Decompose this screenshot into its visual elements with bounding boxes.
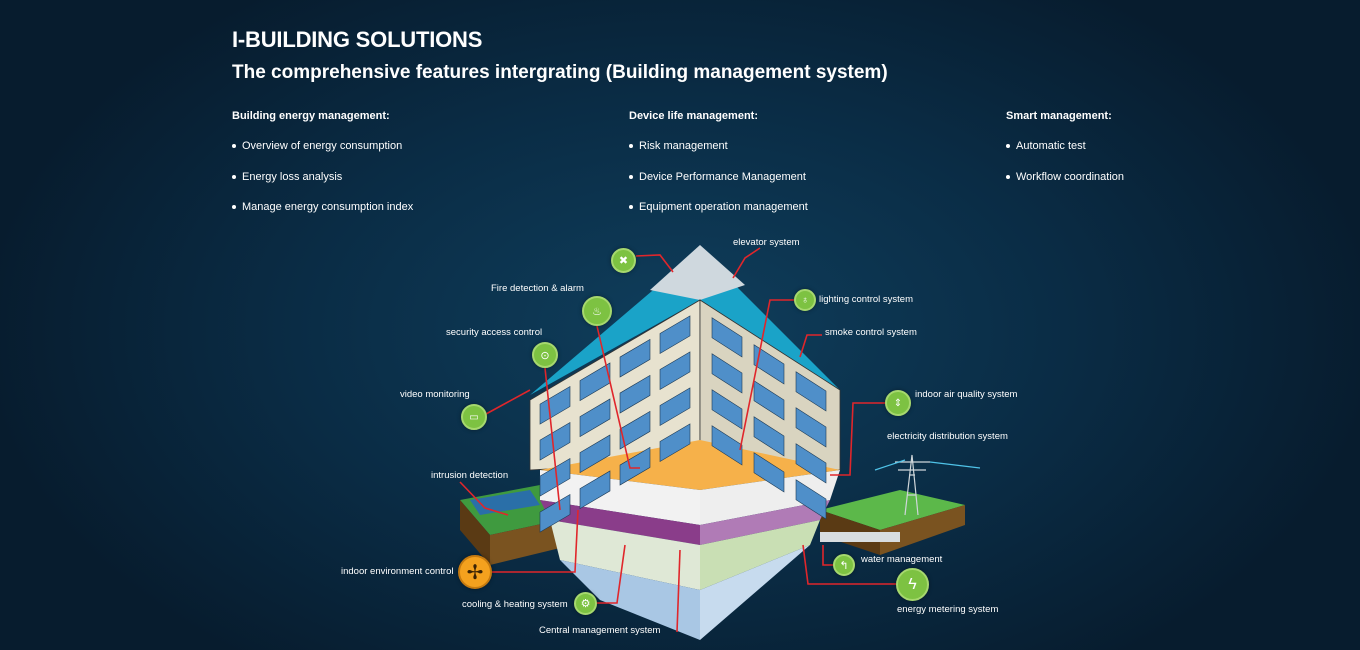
power-pylon — [874, 454, 981, 516]
feature-column-device: Device life management: Risk management … — [629, 110, 808, 231]
label-video-monitoring: video monitoring — [400, 389, 470, 400]
right-ground-slab — [820, 490, 965, 555]
label-central-management: Central management system — [539, 625, 661, 636]
label-cooling-heating: cooling & heating system — [462, 599, 568, 610]
window — [711, 353, 743, 394]
flame-icon[interactable]: ♨ — [582, 296, 612, 326]
window — [795, 479, 827, 520]
gears-icon[interactable]: ⚙ — [574, 592, 597, 615]
list-item: Automatic test — [1006, 139, 1124, 170]
window — [619, 374, 651, 414]
window — [711, 425, 743, 466]
feature-column-smart: Smart management: Automatic test Workflo… — [1006, 110, 1124, 200]
label-electricity-distribution: electricity distribution system — [887, 431, 1008, 442]
up-down-arrows-icon[interactable]: ⇕ — [885, 390, 911, 416]
label-security-access: security access control — [446, 327, 543, 338]
list-item: Device Performance Management — [629, 170, 808, 201]
window — [579, 434, 611, 474]
ventilation-fan-icon[interactable]: ✢ — [458, 555, 492, 589]
lightning-icon[interactable]: ϟ — [896, 568, 929, 601]
fan-icon[interactable]: ✖ — [611, 248, 636, 273]
window — [619, 338, 651, 378]
label-fire-detection: Fire detection & alarm — [491, 283, 584, 294]
window — [711, 317, 743, 358]
label-indoor-air-quality: indoor air quality system — [915, 389, 1018, 400]
window — [795, 371, 827, 412]
window — [539, 493, 571, 533]
window — [539, 421, 571, 461]
window — [539, 385, 571, 425]
list-item: Overview of energy consumption — [232, 139, 413, 170]
page-title: I-BUILDING SOLUTIONS — [232, 27, 483, 52]
list-item: Energy loss analysis — [232, 170, 413, 201]
window — [579, 470, 611, 510]
label-smoke-control: smoke control system — [825, 327, 917, 338]
window — [619, 446, 651, 486]
building — [529, 245, 841, 640]
building-windows — [539, 315, 827, 533]
label-lighting-control: lighting control system — [819, 294, 913, 305]
list-item: Equipment operation management — [629, 200, 808, 231]
turn-arrow-icon[interactable]: ↰ — [833, 554, 855, 576]
feature-column-energy: Building energy management: Overview of … — [232, 110, 413, 231]
window — [753, 452, 785, 493]
window — [539, 457, 571, 497]
lightbulb-icon[interactable]: ♁ — [794, 289, 816, 311]
window — [795, 407, 827, 448]
label-elevator-system: elevator system — [733, 237, 800, 248]
window — [579, 398, 611, 438]
window — [659, 351, 691, 391]
leader-lines — [459, 247, 896, 633]
window — [753, 344, 785, 385]
label-water-management: water management — [861, 554, 943, 565]
window — [711, 389, 743, 430]
window — [753, 416, 785, 457]
window — [753, 380, 785, 421]
window — [619, 410, 651, 450]
window — [659, 387, 691, 427]
column-heading: Smart management: — [1006, 110, 1112, 122]
column-heading: Building energy management: — [232, 110, 390, 122]
camera-icon[interactable]: ▭ — [461, 404, 487, 430]
list-item: Manage energy consumption index — [232, 200, 413, 231]
list-item: Risk management — [629, 139, 808, 170]
list-item: Workflow coordination — [1006, 170, 1124, 201]
label-energy-metering: energy metering system — [897, 604, 999, 615]
label-intrusion-detection: intrusion detection — [431, 470, 509, 481]
window — [659, 315, 691, 355]
window — [659, 423, 691, 463]
window — [795, 443, 827, 484]
column-heading: Device life management: — [629, 110, 758, 122]
left-ground-slab — [460, 485, 560, 565]
label-indoor-environment: indoor environment control — [341, 566, 454, 577]
page-subtitle: The comprehensive features intergrating … — [232, 62, 888, 83]
lock-icon[interactable]: ⊙ — [532, 342, 558, 368]
